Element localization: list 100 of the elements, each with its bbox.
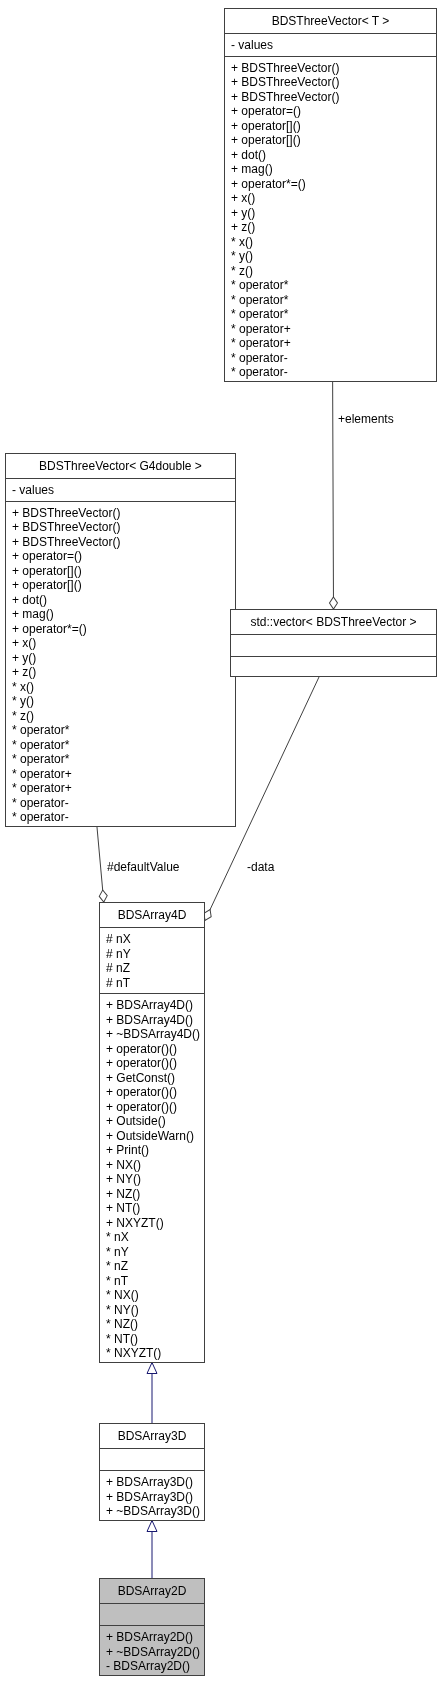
class-name: BDSArray3D xyxy=(117,1428,187,1445)
member-text: + operator()() xyxy=(106,1099,178,1114)
member-text: # nX xyxy=(106,932,131,947)
member-text: + operator()() xyxy=(106,1085,178,1100)
member-text: + BDSArray3D() xyxy=(106,1489,194,1504)
member-text: + z() xyxy=(12,665,37,680)
class-name: BDSThreeVector< T > xyxy=(271,13,390,30)
member-text: + BDSArray4D() xyxy=(106,998,194,1013)
member-text: + dot() xyxy=(12,592,47,607)
class-name: BDSArray2D xyxy=(117,1583,187,1600)
member-text: + mag() xyxy=(231,162,273,177)
member-text: + operator[]() xyxy=(231,133,301,148)
aggregation-line xyxy=(96,826,108,903)
member-text: + ~BDSArray2D() xyxy=(106,1644,201,1659)
class-box xyxy=(224,8,437,382)
member-text: * z() xyxy=(12,708,34,723)
member-text: * nX xyxy=(106,1230,129,1245)
class-box xyxy=(230,609,437,677)
member-text: + GetConst() xyxy=(106,1070,176,1085)
member-text: + BDSArray4D() xyxy=(106,1012,194,1027)
member-text: + x() xyxy=(231,191,256,206)
member-text: * x() xyxy=(12,679,34,694)
member-text: * z() xyxy=(231,263,253,278)
member-text: * operator* xyxy=(231,307,289,322)
member-text: + ~BDSArray3D() xyxy=(106,1504,201,1519)
member-text: * operator+ xyxy=(12,781,72,796)
edge-label: -data xyxy=(246,860,276,874)
member-text: + Print() xyxy=(106,1143,149,1158)
member-text: * operator+ xyxy=(231,336,291,351)
member-text: + y() xyxy=(12,650,37,665)
member-text: + operator*=() xyxy=(12,621,87,636)
member-text: + x() xyxy=(12,636,37,651)
inheritance-arrow xyxy=(146,1362,158,1424)
member-text: + BDSThreeVector() xyxy=(12,534,121,549)
member-text: # nT xyxy=(106,975,130,990)
member-text: * operator+ xyxy=(231,321,291,336)
aggregation-line xyxy=(203,676,320,921)
member-text: + Outside() xyxy=(106,1114,166,1129)
member-text: * nZ xyxy=(106,1259,128,1274)
member-text: * y() xyxy=(231,249,253,264)
member-text: + operator=() xyxy=(231,104,302,119)
member-text: + NZ() xyxy=(106,1186,141,1201)
member-text: + BDSArray3D() xyxy=(106,1475,194,1490)
member-text: + operator[]() xyxy=(231,118,301,133)
class-box xyxy=(99,1423,205,1521)
member-text: + mag() xyxy=(12,607,54,622)
member-text: + BDSThreeVector() xyxy=(12,520,121,535)
member-text: * nY xyxy=(106,1244,129,1259)
edge-label: #defaultValue xyxy=(106,860,181,874)
member-text: * y() xyxy=(12,694,34,709)
member-text: + BDSThreeVector() xyxy=(231,60,340,75)
member-text: * operator+ xyxy=(12,766,72,781)
member-text: * NX() xyxy=(106,1288,139,1303)
member-text: * NZ() xyxy=(106,1317,138,1332)
member-text: + NXYZT() xyxy=(106,1215,164,1230)
member-text: * operator* xyxy=(231,278,289,293)
member-text: * operator* xyxy=(12,723,70,738)
class-box xyxy=(99,1578,205,1676)
member-text: + y() xyxy=(231,205,256,220)
member-text: - values xyxy=(12,483,55,498)
member-text: * operator* xyxy=(12,752,70,767)
class-name: std::vector< BDSThreeVector > xyxy=(250,614,417,631)
member-text: * NXYZT() xyxy=(106,1346,162,1361)
member-text: + operator[]() xyxy=(12,563,82,578)
member-text: - values xyxy=(231,38,274,53)
edge-label: +elements xyxy=(337,412,395,426)
member-text: # nY xyxy=(106,946,131,961)
member-text: + operator()() xyxy=(106,1056,178,1071)
member-text: + NX() xyxy=(106,1157,141,1172)
member-text: * NY() xyxy=(106,1302,139,1317)
member-text: + BDSThreeVector() xyxy=(12,505,121,520)
class-name: BDSArray4D xyxy=(117,907,187,924)
member-text: + dot() xyxy=(231,147,266,162)
member-text: # nZ xyxy=(106,961,130,976)
member-text: - BDSArray2D() xyxy=(106,1659,190,1674)
member-text: * operator- xyxy=(12,795,69,810)
member-text: * operator* xyxy=(231,292,289,307)
member-text: + operator=() xyxy=(12,549,83,564)
member-text: + NY() xyxy=(106,1172,141,1187)
member-text: * operator- xyxy=(231,365,288,380)
member-text: * NT() xyxy=(106,1331,138,1346)
member-text: + BDSThreeVector() xyxy=(231,75,340,90)
member-text: + BDSThreeVector() xyxy=(231,89,340,104)
member-text: * nT xyxy=(106,1273,128,1288)
member-text: * operator- xyxy=(12,810,69,825)
class-box xyxy=(5,453,236,827)
member-text: + operator*=() xyxy=(231,176,306,191)
member-text: + operator[]() xyxy=(12,578,82,593)
member-text: + NT() xyxy=(106,1201,141,1216)
member-text: + ~BDSArray4D() xyxy=(106,1027,201,1042)
member-text: * operator- xyxy=(231,350,288,365)
class-name: BDSThreeVector< G4double > xyxy=(39,458,202,475)
member-text: + operator()() xyxy=(106,1041,178,1056)
inheritance-arrow xyxy=(146,1520,158,1579)
member-text: + OutsideWarn() xyxy=(106,1128,194,1143)
member-text: + BDSArray2D() xyxy=(106,1630,194,1645)
member-text: * operator* xyxy=(12,737,70,752)
member-text: + z() xyxy=(231,220,256,235)
class-box xyxy=(99,902,205,1363)
member-text: * x() xyxy=(231,234,253,249)
